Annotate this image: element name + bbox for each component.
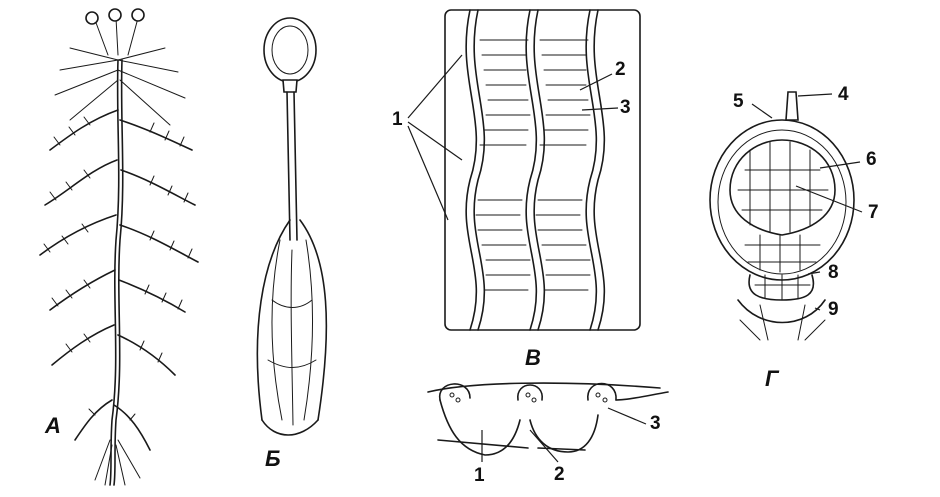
label-g-4: 4	[838, 84, 849, 105]
panel-label-a: А	[45, 413, 61, 438]
label-g-7: 7	[868, 202, 879, 223]
label-g-8: 8	[828, 262, 839, 283]
sporophyte-drawing	[256, 17, 328, 436]
leaf-cells-drawing	[407, 9, 641, 331]
label-section-2: 2	[554, 464, 565, 485]
panel-label-g: Г	[765, 366, 779, 391]
label-v-3: 3	[620, 97, 631, 118]
label-g-5: 5	[733, 91, 744, 112]
label-v-2: 2	[615, 59, 626, 80]
label-v-1: 1	[392, 109, 403, 130]
panel-label-v: В	[525, 345, 541, 370]
panel-label-b: Б	[265, 446, 281, 471]
moss-plant-drawing	[39, 8, 199, 486]
label-section-3: 3	[650, 413, 661, 434]
label-section-1: 1	[474, 465, 485, 486]
leaf-section-drawing	[427, 382, 669, 463]
sporogonium-drawing	[709, 91, 863, 341]
label-g-9: 9	[828, 299, 839, 320]
label-g-6: 6	[866, 149, 877, 170]
